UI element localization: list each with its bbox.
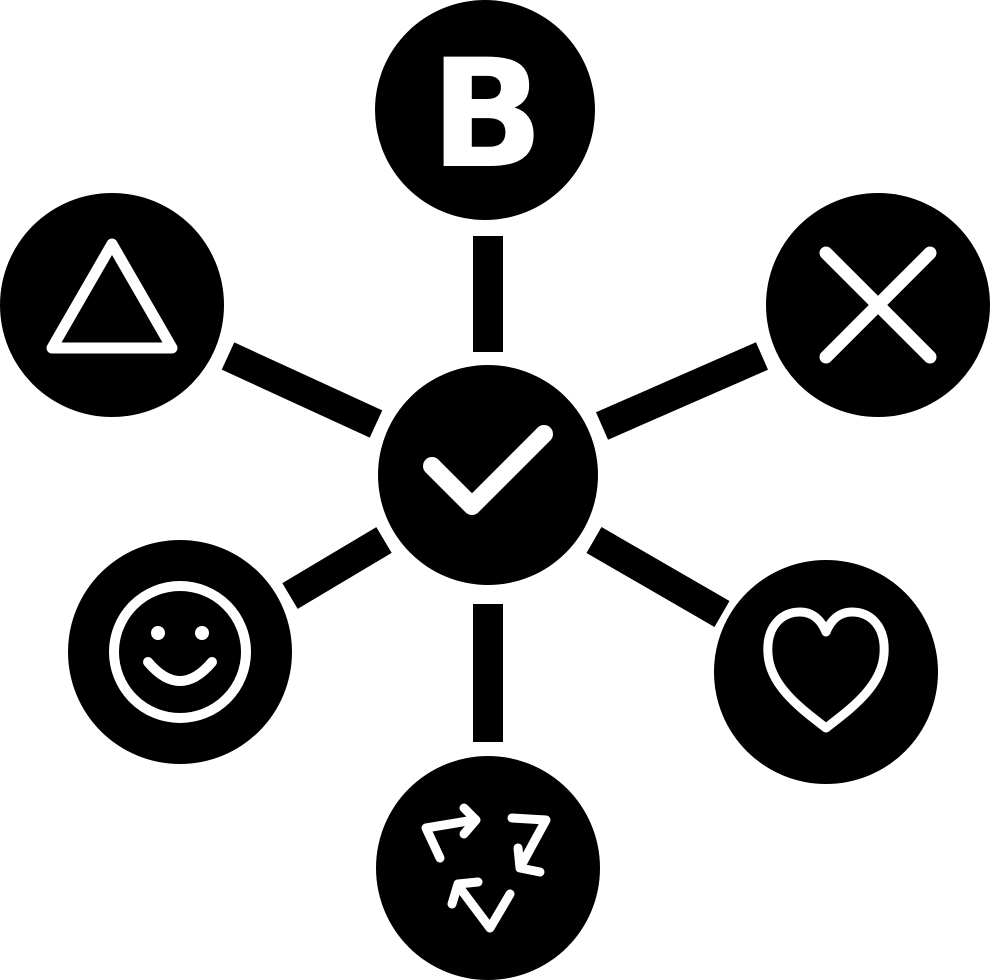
connector-bottom-left: [282, 527, 392, 609]
node-top-right: [766, 193, 990, 417]
connector-bottom-right: [586, 527, 730, 627]
node-bottom-left: [68, 540, 292, 764]
node-bottom-right: [714, 560, 938, 784]
connector-top-left: [221, 342, 383, 438]
recycle-arrows-icon: [421, 803, 551, 933]
triangle-icon: [46, 238, 178, 354]
node-bottom: [376, 756, 600, 980]
center-node: [378, 365, 598, 585]
node-top: B: [375, 0, 595, 220]
node-top-left: [0, 193, 224, 417]
checkmark-icon: [423, 425, 553, 515]
connector-top-right: [595, 342, 769, 440]
smiley-face-icon: [109, 581, 251, 723]
x-mark-icon: [819, 246, 937, 364]
connectors: [221, 236, 769, 742]
heart-icon: [763, 607, 889, 733]
node-top-label: B: [430, 28, 544, 202]
